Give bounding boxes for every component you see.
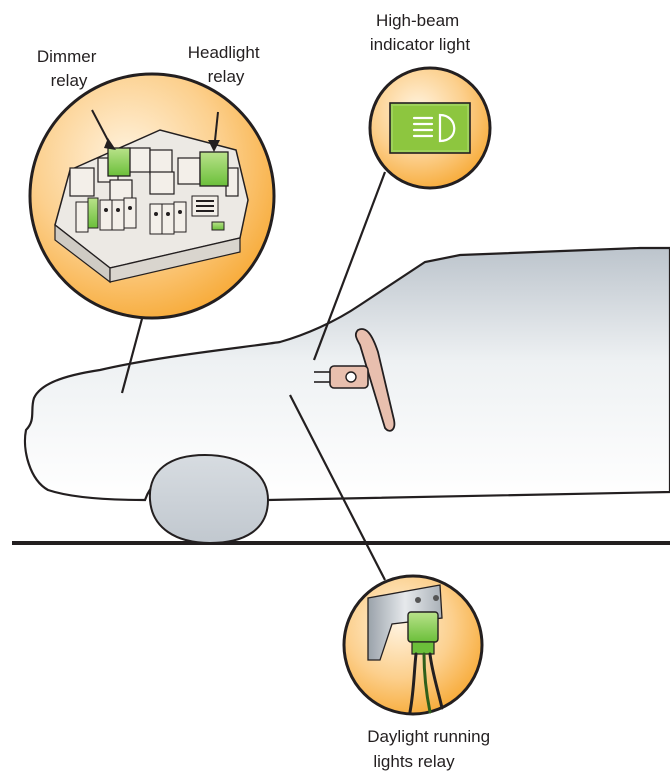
dimmer-relay-label-line2: relay bbox=[51, 71, 88, 90]
high-beam-indicator-label-line1: High-beam bbox=[376, 11, 459, 30]
dimmer-relay-label: Dimmer relay bbox=[37, 47, 101, 90]
drl-relay-part bbox=[408, 612, 438, 642]
drl-relay-label-line1: Daylight running bbox=[367, 727, 490, 746]
high-beam-indicator-label: High-beam indicator light bbox=[370, 11, 470, 54]
headlight-relay-label-line2: relay bbox=[208, 67, 245, 86]
drl-relay-callout bbox=[344, 576, 482, 714]
dimmer-relay-part bbox=[108, 148, 130, 176]
relay-box-callout bbox=[30, 74, 274, 318]
drl-relay-label: Daylight running lights relay bbox=[367, 727, 495, 771]
headlight-relay-part bbox=[200, 152, 228, 186]
drl-relay-label-line2: lights relay bbox=[373, 752, 455, 771]
headlight-relay-label-line1: Headlight bbox=[188, 43, 260, 62]
headlight-relay-label: Headlight relay bbox=[188, 43, 265, 86]
high-beam-indicator-label-line2: indicator light bbox=[370, 35, 470, 54]
dimmer-relay-label-line1: Dimmer bbox=[37, 47, 97, 66]
indicator-callout bbox=[370, 68, 490, 188]
